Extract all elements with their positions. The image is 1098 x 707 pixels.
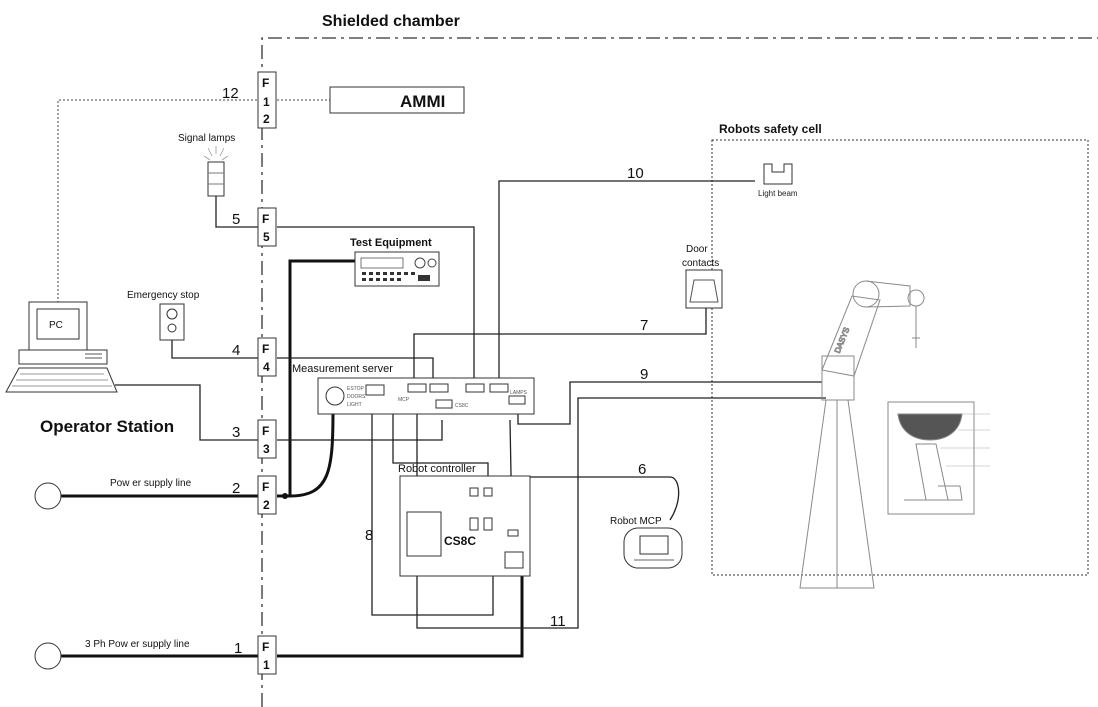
shielded-chamber-title: Shielded chamber xyxy=(322,13,460,30)
svg-text:CS8C: CS8C xyxy=(455,403,469,409)
pc-operator-workstation: PC xyxy=(5,301,118,393)
cable-number-5: 5 xyxy=(232,211,240,228)
svg-text:Door: Door xyxy=(686,244,708,255)
cable-number-4: 4 xyxy=(232,342,240,359)
operator-station-label: Operator Station xyxy=(40,417,174,436)
cable-number-12: 12 xyxy=(222,85,239,102)
svg-text:MCP: MCP xyxy=(398,397,410,403)
cable-test-equipment xyxy=(288,259,355,496)
svg-text:2: 2 xyxy=(263,112,270,126)
svg-text:PC: PC xyxy=(49,320,63,331)
cable-number-10: 10 xyxy=(627,165,644,182)
feedthrough-f2: F 2 xyxy=(257,475,277,515)
svg-text:F: F xyxy=(262,212,269,226)
cable-number-3: 3 xyxy=(232,424,240,441)
svg-text:3: 3 xyxy=(263,442,270,456)
cable-number-11: 11 xyxy=(550,613,566,630)
emergency-stop: Emergency stop xyxy=(127,290,200,341)
cable-10 xyxy=(498,180,755,385)
svg-text:5: 5 xyxy=(263,230,270,244)
cable-9 xyxy=(517,381,822,425)
svg-text:F: F xyxy=(262,424,269,438)
cable-power-to-server xyxy=(289,409,335,498)
door-contacts: Door contacts xyxy=(682,244,723,309)
svg-text:4: 4 xyxy=(263,360,270,374)
measurement-server: ESTOP DOORS LIGHT MCP CS8C LAMPS xyxy=(317,377,535,415)
ammi-box: AMMI xyxy=(329,86,465,114)
svg-text:CS8C: CS8C xyxy=(444,534,476,548)
robot-controller: CS8C xyxy=(399,475,531,577)
svg-text:Emergency stop: Emergency stop xyxy=(127,290,200,301)
robot-mcp xyxy=(623,527,683,569)
svg-text:F: F xyxy=(262,76,269,90)
phantom-setup xyxy=(887,401,990,515)
cable-5 xyxy=(215,196,475,385)
svg-text:1: 1 xyxy=(263,658,270,672)
cable-6 xyxy=(473,476,680,521)
svg-text:2: 2 xyxy=(263,498,270,512)
feedthrough-f5: F 5 xyxy=(257,207,277,247)
svg-text:DOORS: DOORS xyxy=(347,394,366,400)
feedthrough-f1: F 1 xyxy=(257,635,277,675)
power-supply-source xyxy=(34,482,62,510)
test-equipment: Test Equipment xyxy=(350,237,440,287)
three-ph-power-supply-label: 3 Ph Pow er supply line xyxy=(85,639,190,650)
three-ph-power-source xyxy=(34,642,62,670)
power-supply-line-label: Pow er supply line xyxy=(110,478,192,489)
light-beam: Light beam xyxy=(758,163,798,198)
feedthrough-f12: F 1 2 xyxy=(257,71,277,129)
cable-number-7: 7 xyxy=(640,317,648,334)
svg-text:LIGHT: LIGHT xyxy=(347,402,362,408)
measurement-server-label: Measurement server xyxy=(292,363,393,375)
feedthrough-f3: F 3 xyxy=(257,419,277,459)
svg-text:Test Equipment: Test Equipment xyxy=(350,237,432,249)
robots-safety-cell-boundary xyxy=(711,139,1089,576)
robot-controller-label: Robot controller xyxy=(398,463,476,475)
signal-lamps: Signal lamps xyxy=(178,133,235,197)
cable-1 xyxy=(61,548,524,658)
svg-text:F: F xyxy=(262,640,269,654)
robot-arm: DASYS xyxy=(799,280,925,589)
feedthrough-f4: F 4 xyxy=(257,337,277,377)
svg-text:LAMPS: LAMPS xyxy=(510,390,528,396)
robots-safety-cell-label: Robots safety cell xyxy=(719,122,822,136)
cable-7 xyxy=(413,308,707,385)
svg-text:Light beam: Light beam xyxy=(758,189,798,198)
power-supply-junction xyxy=(282,493,288,499)
svg-text:1: 1 xyxy=(263,95,270,109)
svg-text:contacts: contacts xyxy=(682,258,719,269)
cable-4 xyxy=(171,340,434,385)
cable-number-6: 6 xyxy=(638,461,646,478)
cable-number-2: 2 xyxy=(232,480,240,497)
cable-number-1: 1 xyxy=(234,640,242,657)
svg-text:Signal lamps: Signal lamps xyxy=(178,133,235,144)
robot-mcp-label: Robot MCP xyxy=(610,516,662,527)
svg-text:F: F xyxy=(262,480,269,494)
cable-number-9: 9 xyxy=(640,366,648,383)
svg-text:F: F xyxy=(262,342,269,356)
svg-text:DASYS: DASYS xyxy=(833,326,852,355)
cable-12 xyxy=(57,99,330,303)
svg-text:ESTOP: ESTOP xyxy=(347,386,365,392)
svg-text:AMMI: AMMI xyxy=(400,92,445,111)
cable-number-8: 8 xyxy=(365,527,373,544)
